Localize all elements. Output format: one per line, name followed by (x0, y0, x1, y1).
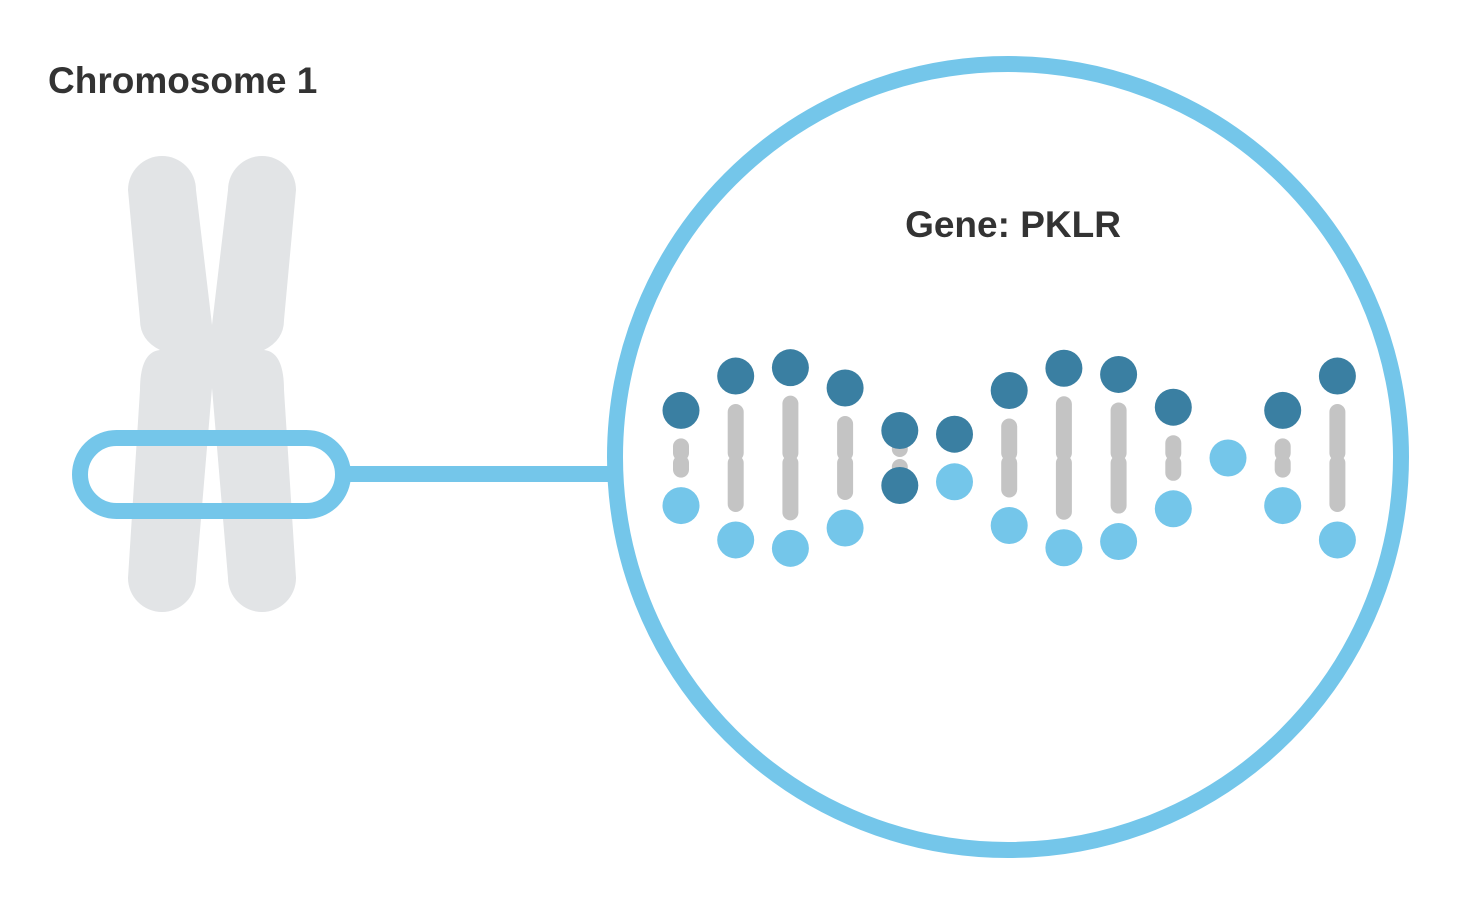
nucleotide-top-dot (717, 357, 755, 395)
nucleotide-bottom-dot (1154, 388, 1192, 426)
chromosome-region-highlight (72, 430, 351, 519)
nucleotide-bottom-dot (1045, 349, 1083, 387)
chromosome-icon (128, 156, 296, 612)
nucleotide-bottom-dot (1100, 355, 1138, 393)
nucleotide-top-dot (936, 463, 973, 501)
nucleotide-top-dot (662, 391, 700, 429)
chromosome-left-chromatid (128, 156, 212, 612)
nucleotide-top-dot (1100, 523, 1138, 561)
nucleotide-top-dot (1264, 391, 1302, 429)
nucleotide-top-dot (826, 369, 864, 407)
chromosome-label: Chromosome 1 (48, 60, 317, 101)
nucleotide-top-dot (1045, 529, 1083, 567)
dna-helix-icon (662, 349, 1356, 567)
nucleotide-top-dot (1154, 490, 1192, 528)
nucleotide-bottom-dot (936, 415, 973, 453)
nucleotide-bottom-dot (1318, 521, 1356, 559)
nucleotide-top-dot (881, 412, 919, 450)
nucleotide-top-dot (1318, 357, 1356, 395)
nucleotide-bottom-dot (881, 466, 919, 504)
nucleotide-bottom-dot (990, 372, 1028, 410)
nucleotide-dot (1209, 439, 1247, 477)
chromosome-right-chromatid (212, 156, 296, 612)
nucleotide-bottom-dot (717, 521, 755, 559)
nucleotide-bottom-dot (826, 509, 864, 547)
nucleotide-top-dot (771, 349, 809, 387)
nucleotide-bottom-dot (1264, 487, 1302, 525)
gene-label: Gene: PKLR (905, 204, 1121, 245)
nucleotide-bottom-dot (771, 529, 809, 567)
nucleotide-bottom-dot (662, 487, 700, 525)
nucleotide-top-dot (990, 506, 1028, 544)
